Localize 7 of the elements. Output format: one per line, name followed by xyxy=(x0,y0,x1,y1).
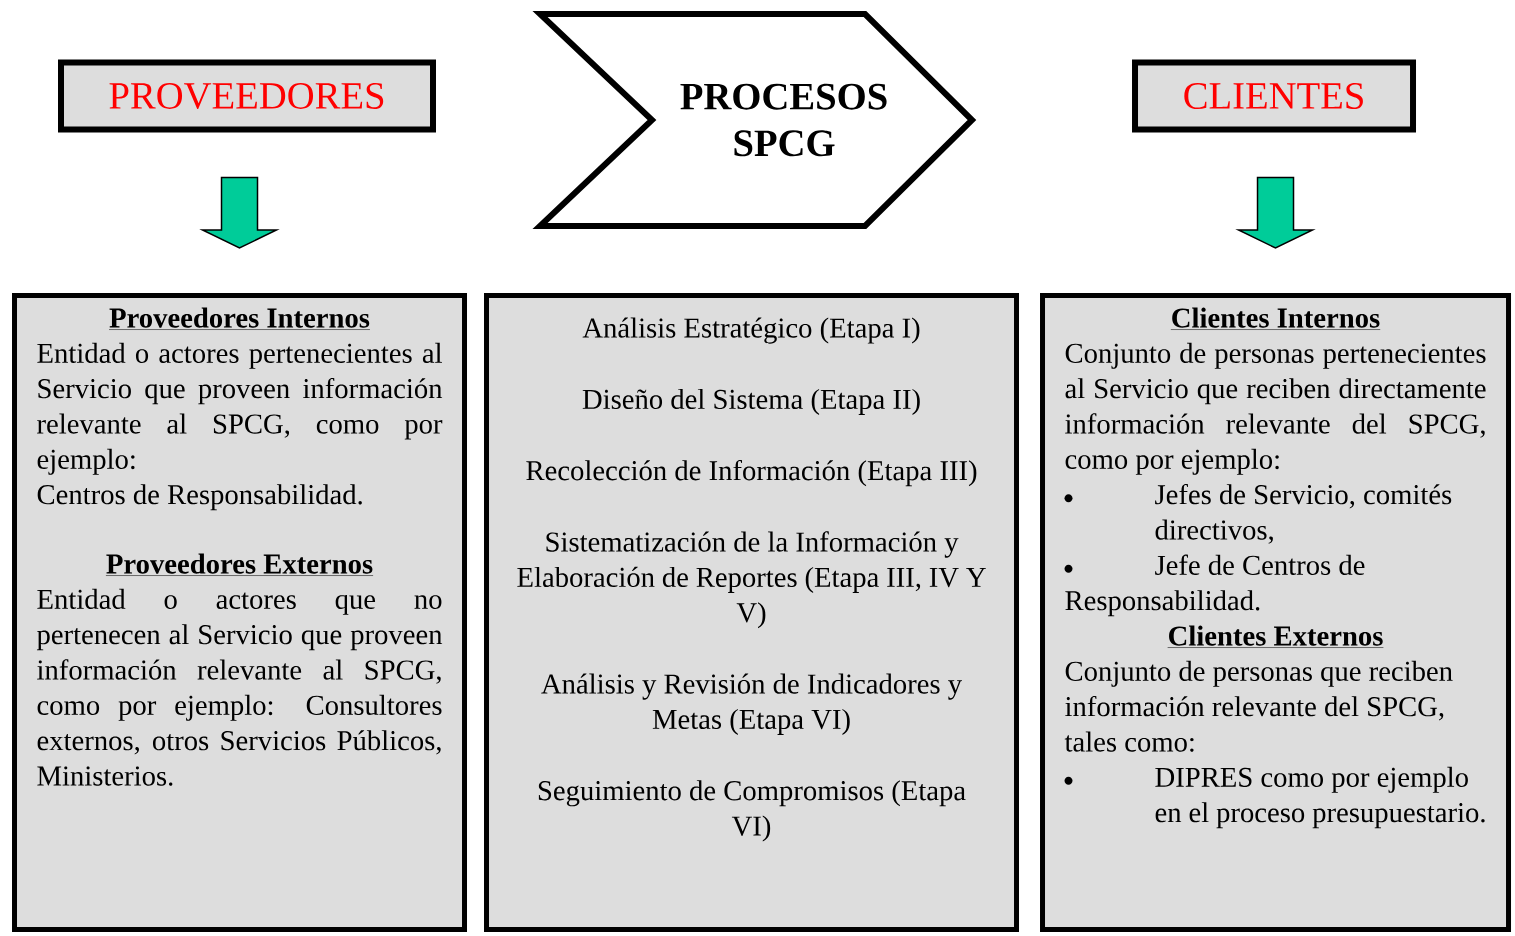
text-panel: Proveedores Internos Entidad o actores pertenecientes al Servicio que proveen información relevante al SPCG, como por ejemplo: Centros de Responsabilidad. Proveedores Externos Entidad o actores que no pertenecen al Servicio que proveen información relevante al SPCG, como por ejemplo: Consultores externos, otros Servicios Públicos, Ministerios. xyxy=(12,293,467,932)
text-panel: Análisis Estratégico (Etapa I) Diseño del Sistema (Etapa II) Recolección de Información (Etapa III) Sistematización de la Información y Elaboración de Reportes (Etapa III, IV Y V) Análisis y Revisión de Indicadores y Metas (Etapa VI) Seguimiento de Compromisos (Etapa VI) xyxy=(484,293,1019,932)
block-arrow xyxy=(199,176,280,249)
header-box: PROVEEDORES xyxy=(58,59,436,133)
header-box: CLIENTES xyxy=(1132,59,1416,133)
block-arrow xyxy=(1235,176,1316,249)
text-panel: Clientes Internos Conjunto de personas pertenecientes al Servicio que reciben directamente información relevante del SPCG, como por ejemplo: Jefes de Servicio, comités directivos, Jefe de Centros de Responsabilidad. Clientes Externos Conjunto de personas que reciben información relevante del SPCG, tales como: DIPRES como por ejemplo en el proceso presupuestario. xyxy=(1040,293,1511,932)
